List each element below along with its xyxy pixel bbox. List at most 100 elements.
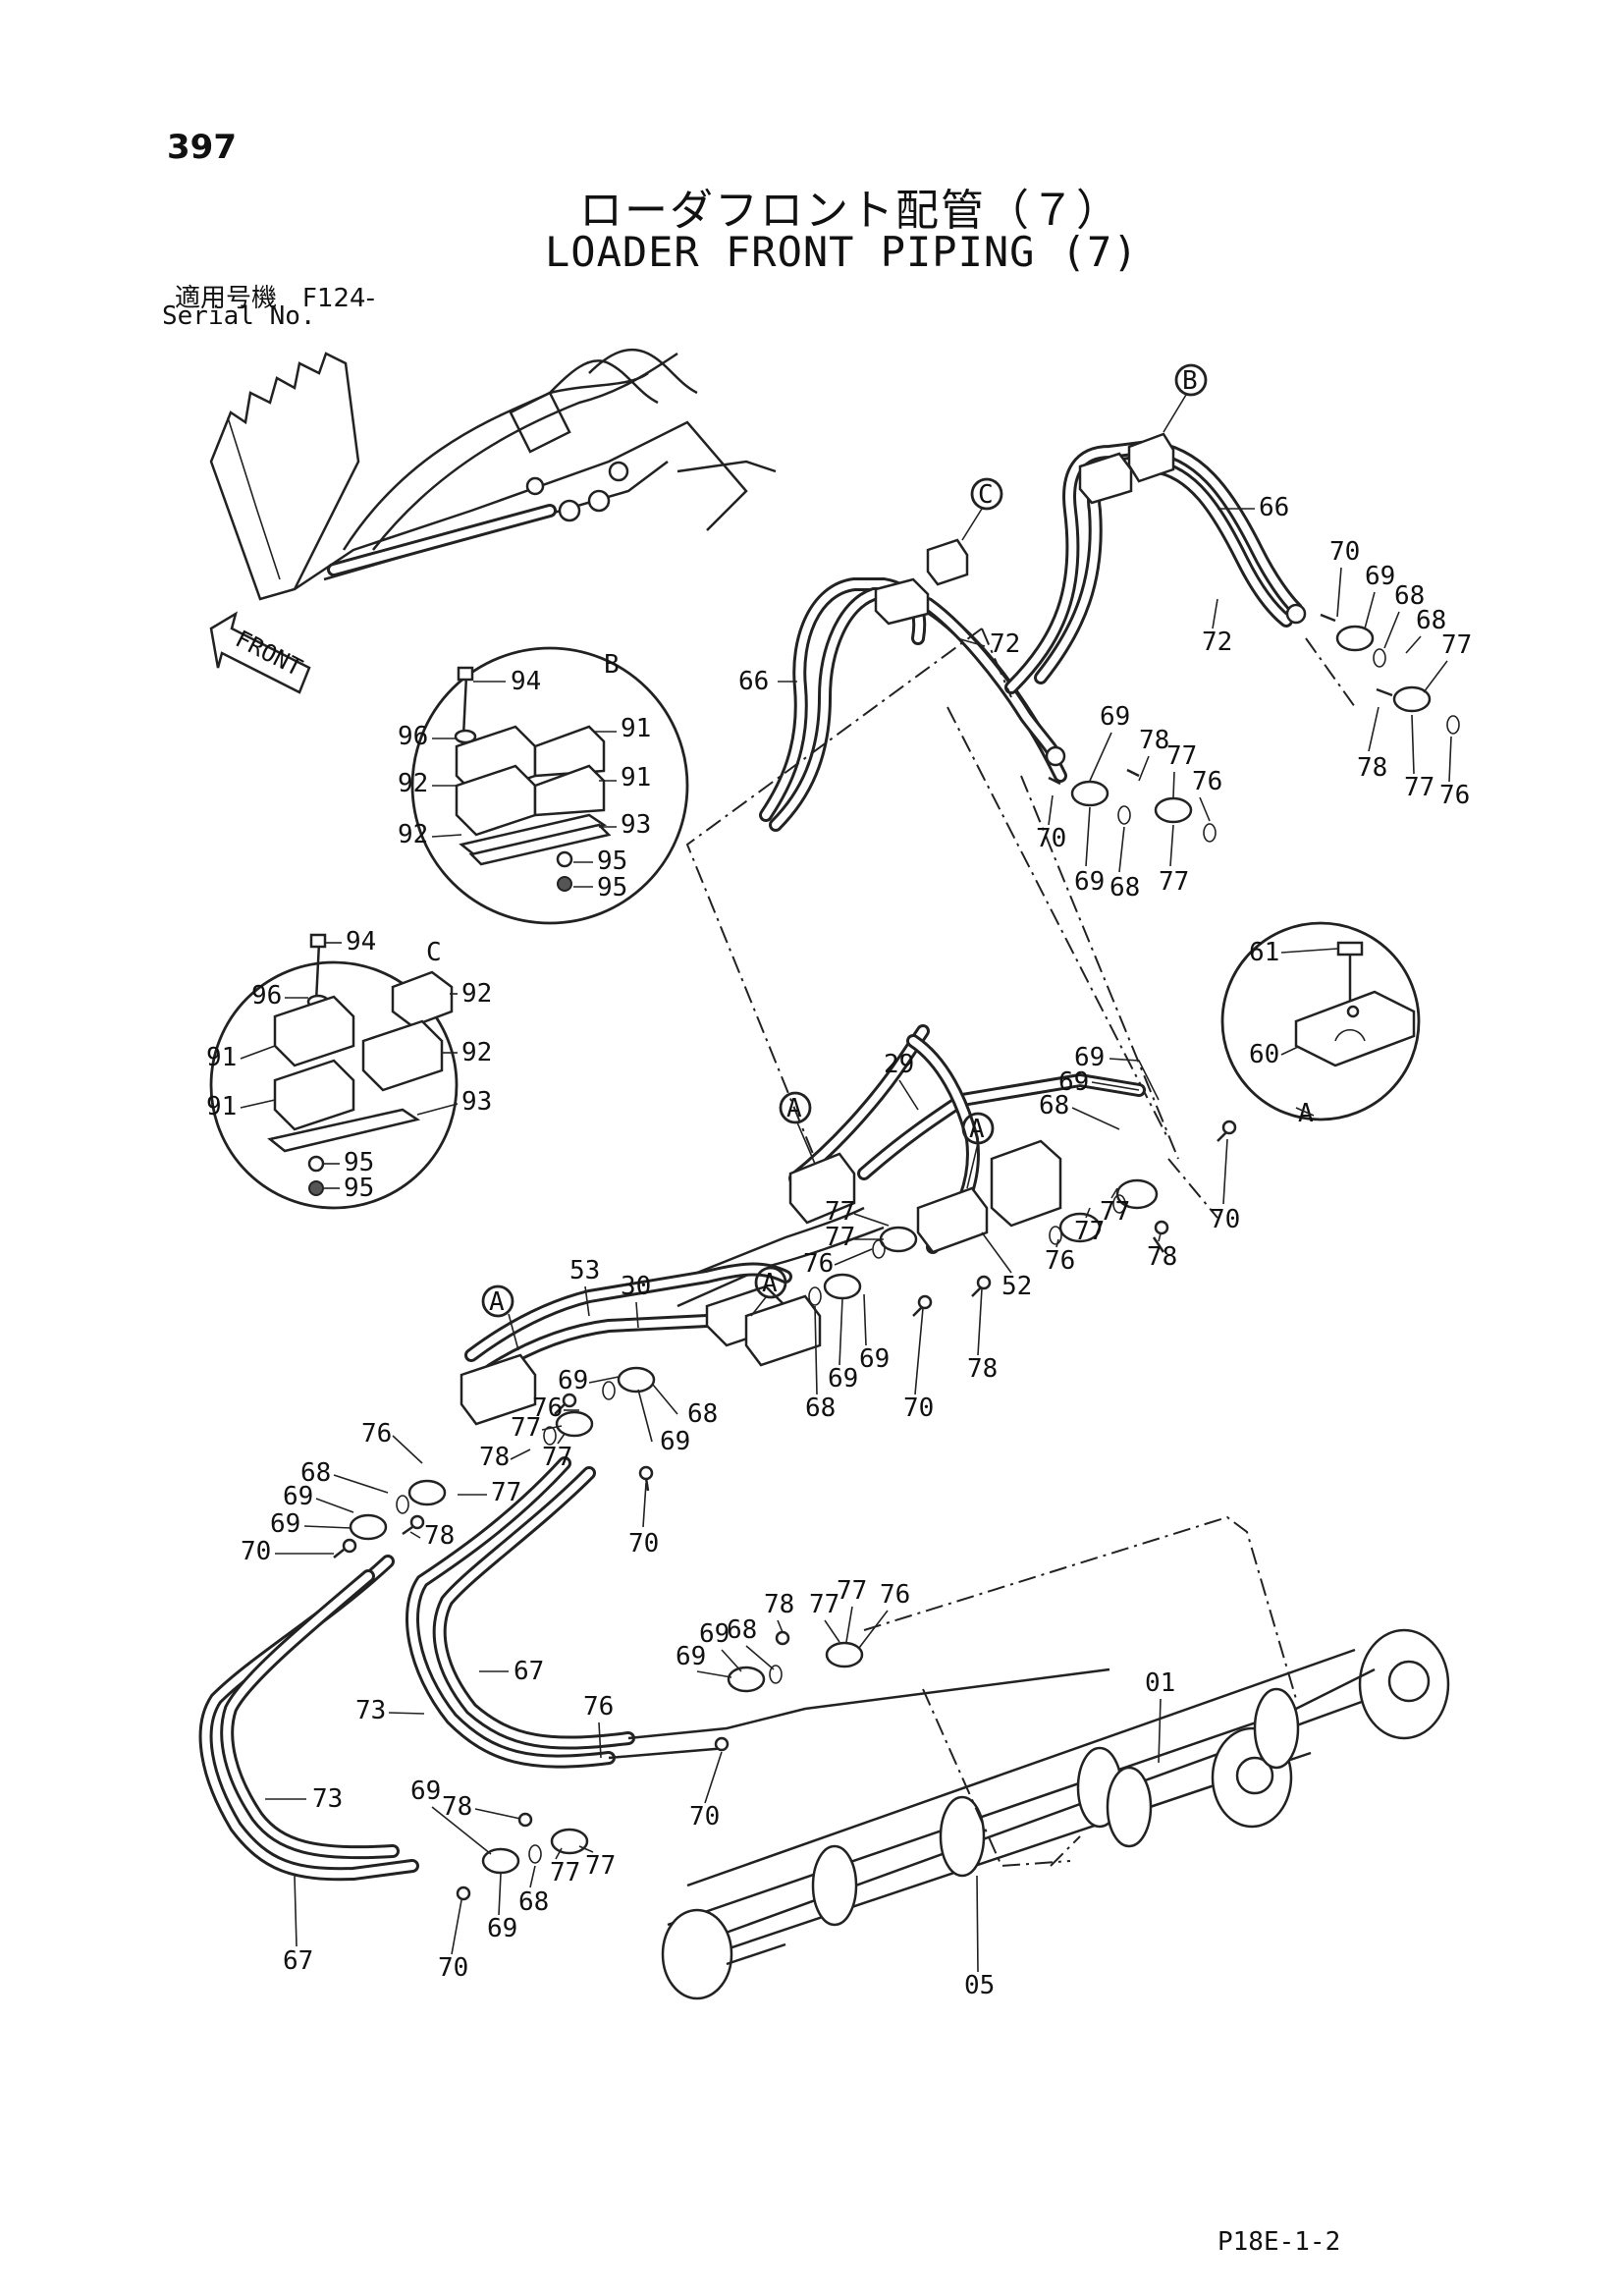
- front-arrow-label: FRONT: [231, 625, 306, 682]
- callout-05: 05: [964, 1971, 995, 2000]
- callout-76: 76: [803, 1249, 834, 1279]
- detail-view-c: C 94 96 92 91 92 91 93 95 95: [206, 927, 492, 1210]
- callout-73: 73: [312, 1784, 343, 1814]
- callout-78: 78: [764, 1590, 794, 1619]
- callout-70: 70: [1329, 537, 1360, 567]
- callout-61: 61: [1249, 938, 1279, 967]
- callout-69: 69: [1058, 1067, 1089, 1097]
- callout-95: 95: [344, 1174, 374, 1203]
- callout-60: 60: [1249, 1040, 1279, 1069]
- callout-52: 52: [1001, 1272, 1032, 1301]
- serial-label-english: Serial No.: [162, 301, 316, 331]
- view-marker-c: C: [978, 480, 994, 510]
- serial-label-japanese: 適用号機 F124-: [175, 284, 375, 313]
- callout-69: 69: [487, 1914, 517, 1943]
- callout-66: 66: [738, 667, 769, 696]
- view-marker-a: A: [489, 1287, 505, 1317]
- callout-93: 93: [461, 1087, 492, 1117]
- page-code: P18E-1-2: [1217, 2227, 1341, 2257]
- callout-67: 67: [514, 1657, 544, 1686]
- callout-96: 96: [251, 981, 282, 1011]
- callout-69: 69: [283, 1482, 313, 1511]
- callout-78: 78: [442, 1792, 472, 1822]
- callout-69: 69: [859, 1344, 890, 1374]
- detail-view-b: B 94 96 91 91 92 92 93 95 95: [398, 646, 689, 925]
- callout-76: 76: [583, 1692, 614, 1722]
- loader-cylinders: [661, 1628, 1450, 2000]
- view-marker-a: A: [762, 1269, 778, 1298]
- callout-73: 73: [355, 1696, 386, 1725]
- callout-77: 77: [1100, 1197, 1130, 1227]
- callout-77: 77: [825, 1197, 855, 1227]
- detail-letter-c: C: [426, 938, 442, 967]
- callout-76: 76: [1045, 1246, 1075, 1276]
- callout-70: 70: [628, 1529, 659, 1558]
- callout-67: 67: [283, 1946, 313, 1976]
- callout-92: 92: [398, 769, 428, 798]
- page-number: 397: [167, 128, 237, 167]
- callout-70: 70: [903, 1394, 934, 1423]
- callout-94: 94: [346, 927, 376, 957]
- callout-30: 30: [621, 1272, 651, 1301]
- callout-69: 69: [270, 1509, 300, 1539]
- callout-70: 70: [1210, 1205, 1240, 1234]
- callout-68: 68: [687, 1399, 718, 1429]
- callout-72: 72: [990, 629, 1020, 659]
- callout-77: 77: [1441, 630, 1472, 660]
- callout-68: 68: [1039, 1091, 1069, 1121]
- callout-91: 91: [206, 1092, 237, 1121]
- callout-77: 77: [550, 1858, 580, 1887]
- callout-92: 92: [461, 979, 492, 1009]
- page-title-japanese: ローダフロント配管（７）: [579, 186, 1121, 236]
- callout-68: 68: [805, 1394, 836, 1423]
- callout-70: 70: [438, 1953, 468, 1983]
- callout-78: 78: [1357, 753, 1387, 783]
- loader-overview-illustration: [209, 348, 777, 601]
- callout-78: 78: [424, 1521, 455, 1551]
- callout-76: 76: [1192, 767, 1222, 796]
- callout-69: 69: [660, 1427, 690, 1456]
- detail-letter-a: A: [1298, 1099, 1314, 1128]
- callout-53: 53: [569, 1256, 600, 1285]
- callout-68: 68: [1109, 873, 1140, 902]
- callout-77: 77: [809, 1590, 839, 1619]
- front-direction-arrow: FRONT: [209, 611, 311, 694]
- callout-69: 69: [558, 1366, 588, 1395]
- callout-76: 76: [880, 1580, 910, 1610]
- callout-77: 77: [491, 1478, 521, 1507]
- dashed-leader-lines-lower: [863, 1515, 1297, 1868]
- callout-69: 69: [1100, 702, 1130, 732]
- view-marker-b: B: [1182, 366, 1198, 396]
- callout-92: 92: [398, 820, 428, 849]
- callout-76: 76: [361, 1419, 392, 1449]
- callout-94: 94: [511, 667, 541, 696]
- callout-69: 69: [1074, 1043, 1105, 1072]
- callout-77: 77: [585, 1851, 616, 1881]
- callout-69: 69: [699, 1619, 730, 1649]
- callout-77: 77: [1404, 773, 1434, 802]
- callout-78: 78: [967, 1354, 998, 1384]
- callout-68: 68: [518, 1887, 549, 1917]
- callout-78: 78: [1139, 726, 1169, 755]
- callout-95: 95: [597, 847, 627, 876]
- callout-77: 77: [1159, 867, 1189, 897]
- lower-hose-assembly: [198, 1456, 1110, 1901]
- callout-69: 69: [1365, 562, 1395, 591]
- callout-76: 76: [532, 1394, 563, 1423]
- part-callouts: 66 72 70 69 68 68 77 78 77 76 66 72 69 7…: [241, 493, 1472, 2000]
- callout-68: 68: [1416, 606, 1446, 635]
- callout-95: 95: [597, 873, 627, 902]
- callout-69: 69: [676, 1642, 706, 1671]
- callout-92: 92: [461, 1038, 492, 1067]
- callout-69: 69: [1074, 867, 1105, 897]
- callout-68: 68: [300, 1458, 331, 1488]
- view-markers: A A A A B C: [481, 363, 1208, 1351]
- callout-91: 91: [621, 714, 651, 743]
- callout-93: 93: [621, 810, 651, 840]
- callout-68: 68: [1394, 581, 1425, 611]
- callout-76: 76: [1439, 781, 1470, 810]
- callout-78: 78: [1147, 1242, 1177, 1272]
- callout-95: 95: [344, 1148, 374, 1177]
- view-marker-a: A: [969, 1115, 985, 1144]
